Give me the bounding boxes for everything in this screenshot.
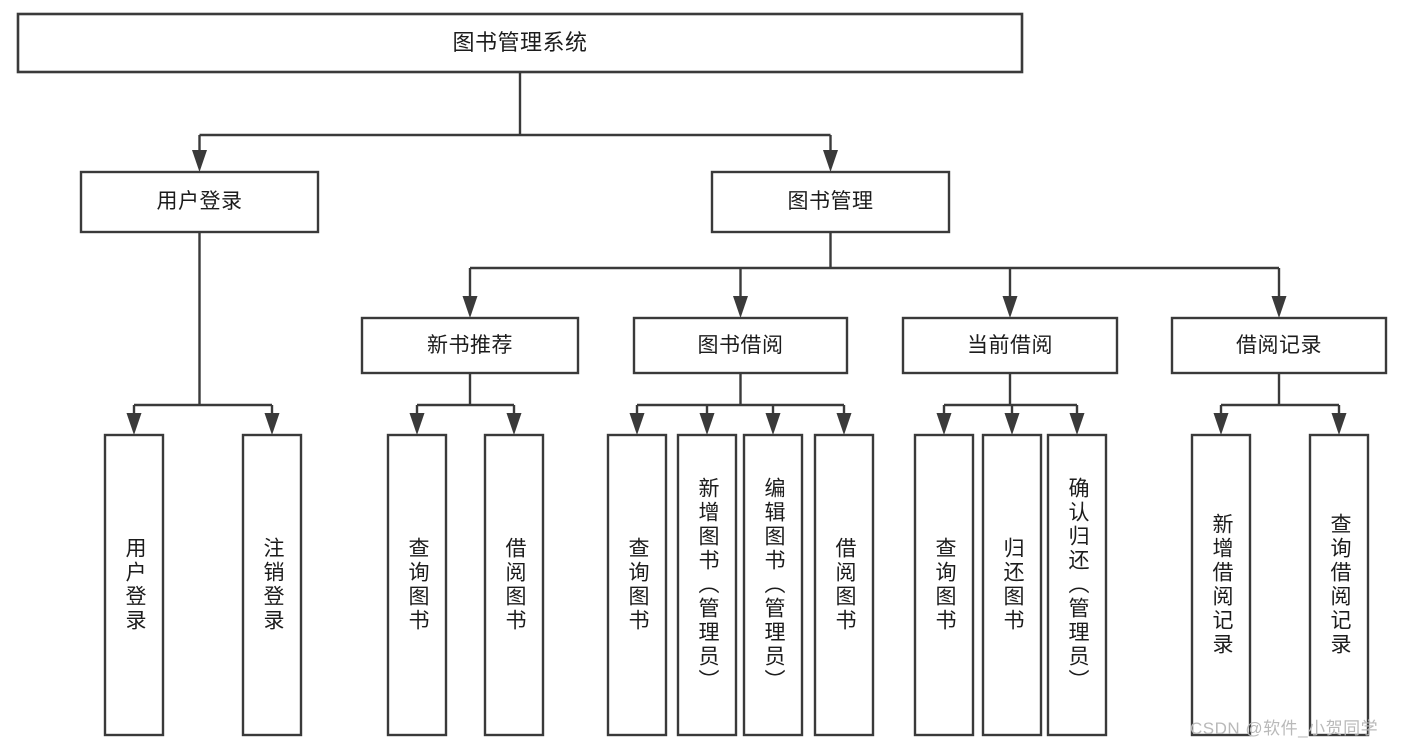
node-box-leaf-query-book-1[interactable] (386, 433, 448, 737)
node-box-new-book-recommend[interactable] (360, 316, 580, 375)
node-box-leaf-add-book[interactable] (676, 433, 738, 737)
csdn-watermark: CSDN @软件_小贺同学 (1190, 719, 1379, 738)
node-box-user-login[interactable] (79, 170, 320, 234)
node-box-leaf-borrow-book-1[interactable] (483, 433, 545, 737)
arrow-to-leaf-query-book-2-head (629, 413, 645, 435)
arrow-to-leaf-add-record-head (1213, 413, 1229, 435)
arrow-to-current-borrow-head (1002, 296, 1018, 318)
arrow-to-user-login-head (192, 150, 207, 172)
node-box-borrow-record[interactable] (1170, 316, 1388, 375)
node-box-leaf-logout-login[interactable] (241, 433, 303, 737)
node-box-leaf-add-record[interactable] (1190, 433, 1252, 737)
node-box-root[interactable] (16, 12, 1024, 74)
arrow-to-leaf-borrow-book-2-head (836, 413, 852, 435)
node-box-leaf-query-book-3[interactable] (913, 433, 975, 737)
arrow-to-leaf-confirm-return-head (1069, 413, 1085, 435)
arrow-to-book-manage-head (823, 150, 838, 172)
connector-layer (126, 72, 1347, 435)
node-box-book-manage[interactable] (710, 170, 951, 234)
arrow-to-leaf-user-login-head (126, 413, 142, 435)
arrow-to-leaf-query-book-1-head (409, 413, 425, 435)
node-box-leaf-borrow-book-2[interactable] (813, 433, 875, 737)
arrow-to-new-book-recommend-head (462, 296, 478, 318)
arrow-to-leaf-logout-login-head (264, 413, 280, 435)
node-box-leaf-query-record[interactable] (1308, 433, 1370, 737)
node-box-leaf-confirm-return[interactable] (1046, 433, 1108, 737)
arrow-to-leaf-add-book-head (699, 413, 715, 435)
node-box-leaf-edit-book[interactable] (742, 433, 804, 737)
arrow-to-leaf-query-record-head (1331, 413, 1347, 435)
arrow-to-borrow-record-head (1271, 296, 1287, 318)
box-layer (16, 12, 1388, 737)
arrow-to-book-borrow-head (733, 296, 748, 318)
node-box-leaf-return-book[interactable] (981, 433, 1043, 737)
node-box-leaf-query-book-2[interactable] (606, 433, 668, 737)
arrow-to-leaf-borrow-book-1-head (506, 413, 522, 435)
arrow-to-leaf-return-book-head (1004, 413, 1020, 435)
node-box-leaf-user-login[interactable] (103, 433, 165, 737)
arrow-to-leaf-edit-book-head (765, 413, 781, 435)
node-box-book-borrow[interactable] (632, 316, 849, 375)
node-box-current-borrow[interactable] (901, 316, 1119, 375)
arrow-to-leaf-query-book-3-head (936, 413, 952, 435)
